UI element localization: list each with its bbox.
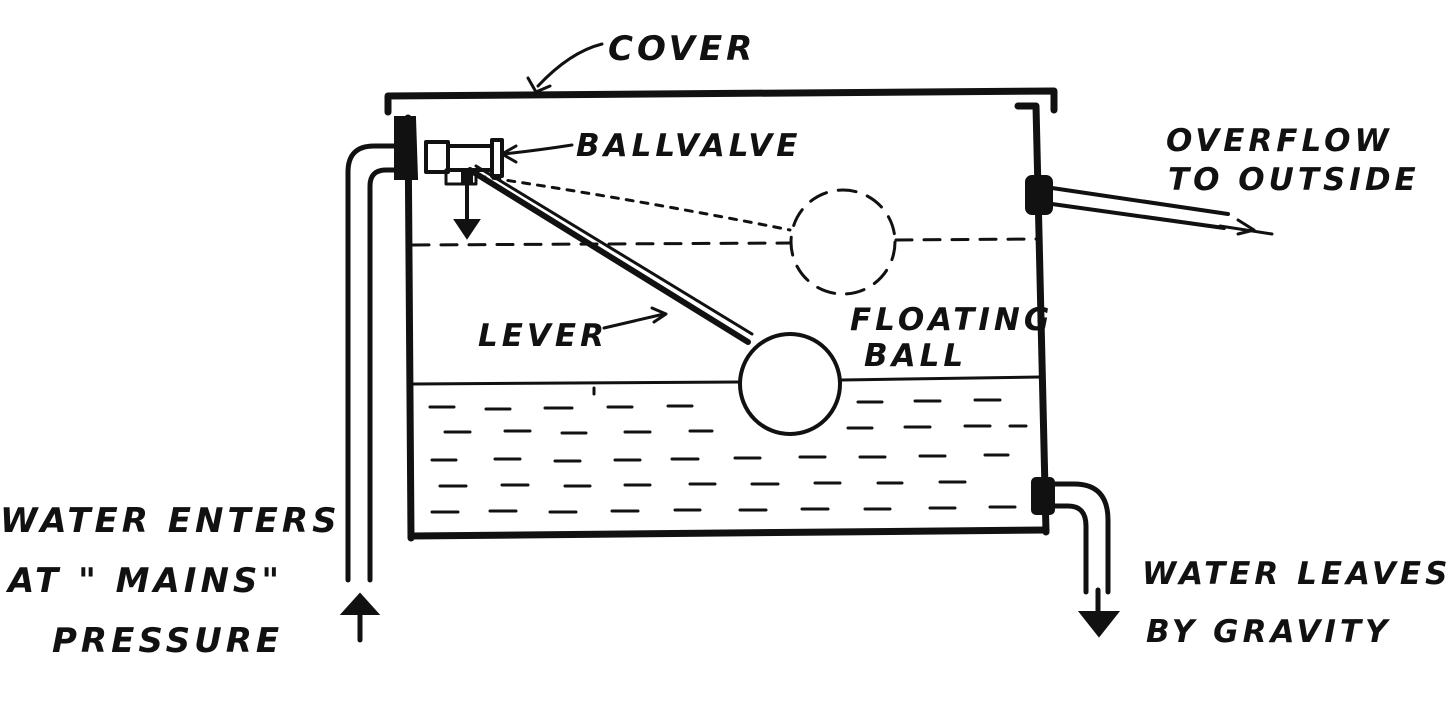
dashed-position: [411, 174, 1038, 296]
water-leaves-label-line1: WATER LEAVES: [1142, 556, 1447, 592]
water-enters-label-line1: WATER ENTERS: [0, 501, 341, 541]
lever: [467, 164, 754, 345]
outlet-fitting: [1031, 477, 1055, 515]
floating-ball-label-line2: BALL: [864, 338, 967, 374]
lever-leader: [602, 312, 666, 330]
overflow-arrow-icon: [1218, 218, 1274, 236]
tank-left-wall: [404, 114, 415, 542]
water-enters-label-line3: PRESSURE: [52, 621, 283, 661]
cover-leader: [536, 42, 604, 88]
water-leaves-label-line2: BY GRAVITY: [1146, 614, 1392, 650]
water-surface: [411, 375, 1042, 386]
ballvalve-leader-arrow: [500, 144, 518, 164]
lever-label: LEVER: [478, 318, 608, 354]
arrow-up-icon: [339, 592, 381, 643]
water: [411, 375, 1042, 514]
ballvalve-leader: [502, 143, 574, 156]
arrow-down-icon: [1077, 611, 1121, 638]
outlet-pipe: [1031, 477, 1121, 638]
tank-cover: [384, 87, 1058, 116]
floating-ball: [738, 332, 842, 436]
inlet-flange: [394, 116, 419, 180]
ballvalve: [424, 138, 504, 240]
lever-leader-arrow: [650, 306, 668, 324]
inlet-pipe: [345, 116, 419, 583]
tank-bottom: [407, 526, 1050, 540]
floating-ball-label-line1: FLOATING: [850, 302, 1053, 338]
water-ripples: [428, 386, 1028, 514]
overflow-label-line1: OVERFLOW: [1166, 123, 1393, 159]
cover-label: COVER: [608, 29, 756, 69]
overflow-label-line2: TO OUTSIDE: [1168, 162, 1420, 198]
arrow-down-icon: [453, 219, 481, 240]
cover-leader-arrow: [526, 76, 552, 94]
leader-lines: [500, 42, 668, 330]
ballvalve-label: BALLVALVE: [576, 128, 801, 164]
overflow-fitting: [1025, 175, 1053, 215]
water-enters-label-line2: AT " MAINS": [5, 561, 283, 601]
overflow-pipe: [1025, 175, 1274, 236]
tank: [384, 87, 1058, 542]
tank-right-wall: [1014, 102, 1050, 536]
